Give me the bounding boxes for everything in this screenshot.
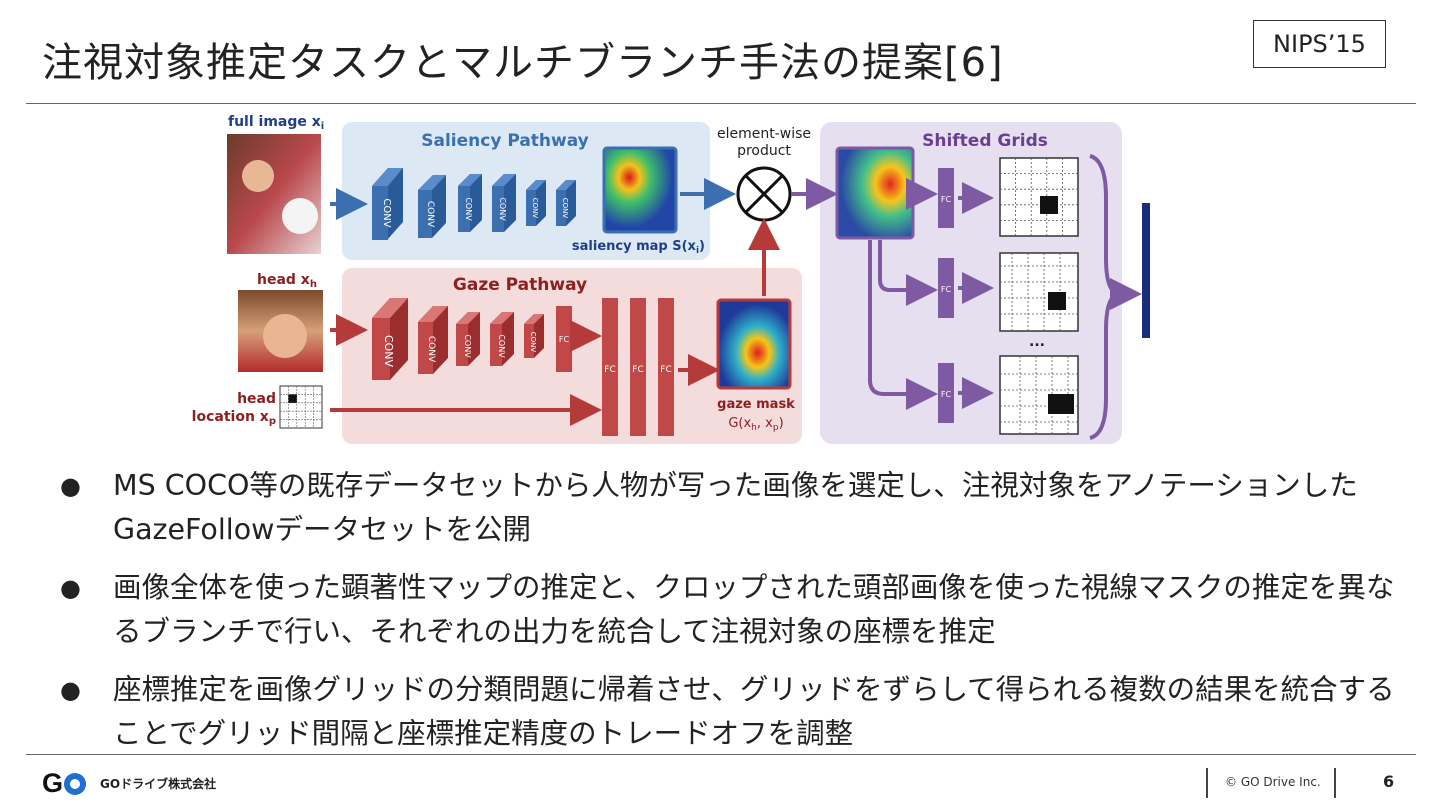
prediction-heat xyxy=(1142,203,1150,338)
grid-fc-label-2: FC xyxy=(941,285,952,294)
bullet-list: ● MS COCO等の既存データセットから人物が写った画像を選定し、注視対象をアノ… xyxy=(60,464,1400,770)
gaze-fc-tall-1 xyxy=(602,298,618,436)
head-location-label-1: head xyxy=(237,391,276,407)
grid-fc-stack: FC FC FC xyxy=(938,168,954,423)
company-name: GOドライブ株式会社 xyxy=(100,777,217,791)
page-number: 6 xyxy=(1383,772,1395,791)
full-image-label: full image xi xyxy=(228,114,324,132)
footer-divider xyxy=(26,754,1416,755)
footer-separator xyxy=(1334,768,1336,798)
grid-fc-label-1: FC xyxy=(941,195,952,204)
shifted-grid-3 xyxy=(999,355,1079,435)
element-wise-label-2: product xyxy=(737,143,791,159)
gaze-fc-tall-3 xyxy=(658,298,674,436)
gaze-conv-stack: CONV CONV CONV CONV CONV xyxy=(372,298,544,380)
saliency-conv-1 xyxy=(372,168,403,240)
gaze-conv-5 xyxy=(524,314,544,358)
gaze-conv-label-1: CONV xyxy=(382,335,395,368)
venue-badge: NIPS’15 xyxy=(1253,20,1386,68)
saliency-conv-label-6: CONV xyxy=(561,198,569,219)
shifted-grid-1 xyxy=(999,157,1079,237)
bullet-marker: ● xyxy=(60,676,81,704)
combined-heatmap xyxy=(835,146,915,240)
footer-separator xyxy=(1206,768,1208,798)
gaze-conv-label-2: CONV xyxy=(426,336,436,363)
gaze-fc-tall-2 xyxy=(630,298,646,436)
gaze-conv-label-4: CONV xyxy=(497,334,506,358)
gaze-conv-1 xyxy=(372,298,408,380)
gaze-fc-tall-label-1: FC xyxy=(604,365,615,375)
saliency-conv-5 xyxy=(526,180,546,226)
branch-connector-bottom xyxy=(868,240,938,410)
gaze-conv-2 xyxy=(418,306,448,374)
head-location-label-2: location xp xyxy=(192,409,276,427)
head-face xyxy=(263,314,307,358)
element-wise-product-symbol xyxy=(736,166,792,222)
bullet-item: ● 画像全体を使った顕著性マップの推定と、クロップされた頭部画像を使った視線マスク… xyxy=(60,566,1400,654)
gaze-conv-4 xyxy=(490,312,514,366)
gaze-conv-3 xyxy=(456,312,480,366)
grid-fc-2 xyxy=(938,258,954,318)
saliency-map-image xyxy=(602,146,678,234)
gaze-fc-tall-stack: FC FC FC xyxy=(602,298,674,436)
saliency-conv-label-2: CONV xyxy=(425,201,435,228)
bullet-item: ● 座標推定を画像グリッドの分類問題に帰着させ、グリッドをずらして得られる複数の結… xyxy=(60,668,1400,756)
saliency-conv-2 xyxy=(418,175,446,238)
gaze-conv-label-5: CONV xyxy=(529,332,537,353)
architecture-figure: Saliency Pathway Gaze Pathway Shifted Gr… xyxy=(190,108,1150,453)
saliency-conv-stack: CONV CONV CONV CONV CONV CONV xyxy=(372,168,576,240)
gaze-mask-label: gaze mask xyxy=(717,397,795,412)
logo-letter: G xyxy=(42,768,64,798)
bullet-marker: ● xyxy=(60,574,81,602)
bullet-text: 座標推定を画像グリッドの分類問題に帰着させ、グリッドをずらして得られる複数の結果… xyxy=(113,673,1395,750)
gaze-fc-tall-label-2: FC xyxy=(632,365,643,375)
saliency-conv-label-4: CONV xyxy=(498,197,507,221)
bullet-marker: ● xyxy=(60,472,81,500)
saliency-conv-4 xyxy=(492,174,516,232)
gaze-fc-small xyxy=(556,306,572,372)
grid-fc-1 xyxy=(938,168,954,228)
gaze-mask-image xyxy=(716,298,792,390)
slide-title: 注視対象推定タスクとマルチブランチ手法の提案[6] xyxy=(42,40,1004,86)
branch-connector-lower xyxy=(878,240,938,306)
gaze-conv-label-3: CONV xyxy=(463,334,472,358)
full-image-face xyxy=(242,160,274,192)
logo-circle-icon xyxy=(64,772,87,795)
saliency-map-label: saliency map S(xi) xyxy=(572,239,705,256)
company-logo: G GOドライブ株式会社 xyxy=(42,768,216,799)
element-wise-label-1: element-wise xyxy=(717,126,811,142)
grid-ellipsis: ... xyxy=(1029,334,1045,350)
shifted-grid-2 xyxy=(999,252,1079,332)
grid-fc-3 xyxy=(938,363,954,423)
saliency-conv-label-1: CONV xyxy=(381,198,392,227)
title-divider xyxy=(26,103,1416,104)
saliency-conv-3 xyxy=(458,174,482,232)
bullet-text: MS COCO等の既存データセットから人物が写った画像を選定し、注視対象をアノテ… xyxy=(113,469,1358,546)
gaze-mask-formula: G(xh, xp) xyxy=(728,416,783,433)
full-image-photo xyxy=(227,134,321,254)
head-location-grid xyxy=(279,385,323,429)
bullet-item: ● MS COCO等の既存データセットから人物が写った画像を選定し、注視対象をアノ… xyxy=(60,464,1400,552)
shifted-grids-title: Shifted Grids xyxy=(922,131,1048,151)
saliency-pathway-title: Saliency Pathway xyxy=(421,131,589,151)
full-image-toy xyxy=(282,198,318,234)
saliency-conv-6 xyxy=(556,180,576,226)
gaze-fc-tall-label-3: FC xyxy=(660,365,671,375)
head-label: head xh xyxy=(257,272,317,290)
grid-fc-label-3: FC xyxy=(941,390,952,399)
copyright-text: © GO Drive Inc. xyxy=(1225,775,1321,789)
gaze-fc-small-label: FC xyxy=(559,335,570,344)
gaze-pathway-title: Gaze Pathway xyxy=(453,275,587,295)
saliency-conv-label-3: CONV xyxy=(464,197,473,221)
saliency-conv-label-5: CONV xyxy=(531,198,539,219)
bullet-text: 画像全体を使った顕著性マップの推定と、クロップされた頭部画像を使った視線マスクの… xyxy=(113,571,1395,648)
